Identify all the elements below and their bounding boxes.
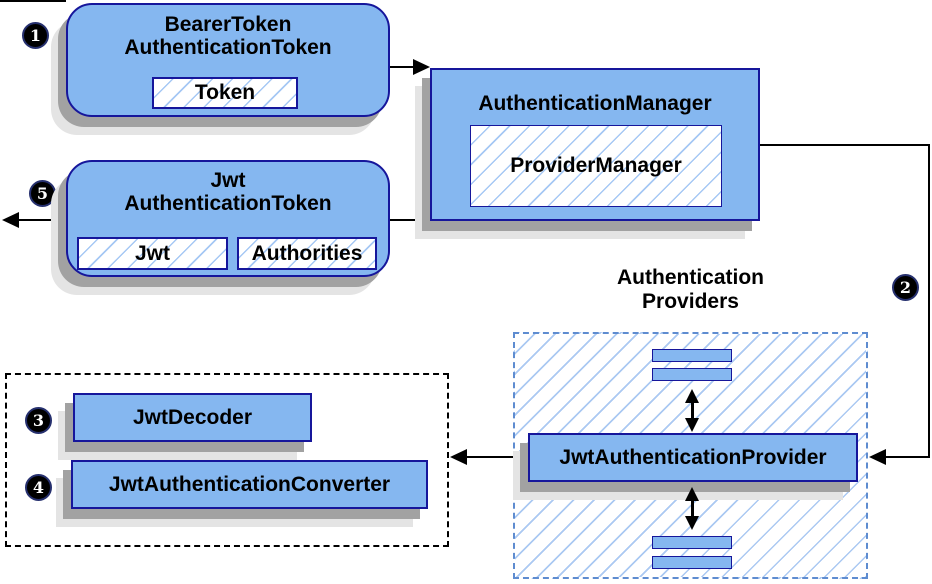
jwt-token-title-line2: AuthenticationToken bbox=[124, 192, 332, 215]
step-2-label: 2 bbox=[899, 277, 912, 297]
step-1-badge: 1 bbox=[22, 22, 49, 49]
authorities-chip: Authorities bbox=[237, 237, 377, 270]
authorities-chip-label: Authorities bbox=[251, 241, 363, 265]
arrowhead-into-manager-icon bbox=[413, 59, 430, 75]
double-arrow-top-up-head-icon bbox=[685, 389, 699, 403]
double-arrow-top-icon bbox=[685, 389, 699, 432]
arrowhead-into-jwt-provider-icon bbox=[869, 449, 886, 465]
double-arrow-bottom-up-head-icon bbox=[685, 487, 699, 501]
provider-placeholder-bar-bottom-1 bbox=[652, 536, 732, 549]
jwt-decoder-node: JwtDecoder bbox=[73, 393, 312, 442]
provider-manager-chip-label: ProviderManager bbox=[510, 154, 682, 177]
arrowhead-into-helpers-icon bbox=[450, 449, 467, 465]
connector-request-in-line bbox=[0, 0, 66, 2]
step-2-badge: 2 bbox=[892, 274, 919, 301]
jwt-helpers-group-box bbox=[5, 373, 449, 547]
connector-bearer-to-manager-line bbox=[390, 66, 415, 68]
authentication-providers-label-line2: Providers bbox=[642, 290, 739, 313]
arrowhead-response-out-icon bbox=[2, 212, 19, 228]
jwt-authentication-converter-label: JwtAuthenticationConverter bbox=[108, 472, 391, 496]
bearer-token-title-line1: BearerToken bbox=[164, 13, 292, 36]
jwt-authentication-converter-node: JwtAuthenticationConverter bbox=[71, 460, 428, 509]
step-5-label: 5 bbox=[36, 183, 49, 203]
bearer-token-authentication-token-node: BearerToken AuthenticationToken Token bbox=[66, 3, 390, 117]
jwt-decoder-label: JwtDecoder bbox=[132, 405, 253, 429]
step-3-label: 3 bbox=[32, 410, 45, 430]
authentication-manager-node: AuthenticationManager ProviderManager bbox=[430, 68, 760, 221]
step-5-badge: 5 bbox=[29, 180, 56, 207]
authentication-manager-title: AuthenticationManager bbox=[478, 92, 712, 115]
provider-placeholder-bar-top-1 bbox=[652, 349, 732, 362]
double-arrow-top-down-head-icon bbox=[685, 418, 699, 432]
jwt-authentication-provider-label: JwtAuthenticationProvider bbox=[559, 445, 827, 469]
token-chip-label: Token bbox=[194, 81, 256, 104]
double-arrow-bottom-stem bbox=[690, 501, 694, 516]
step-4-badge: 4 bbox=[25, 474, 52, 501]
double-arrow-bottom-icon bbox=[685, 487, 699, 530]
connector-manager-to-jwttoken-line bbox=[388, 219, 431, 221]
step-1-label: 1 bbox=[29, 25, 42, 45]
jwt-chip: Jwt bbox=[77, 237, 228, 270]
authentication-providers-label: Authentication Providers bbox=[513, 266, 868, 314]
authentication-providers-label-line1: Authentication bbox=[617, 266, 764, 289]
jwt-chip-label: Jwt bbox=[134, 241, 170, 265]
token-chip: Token bbox=[152, 77, 298, 109]
step-4-label: 4 bbox=[32, 477, 45, 497]
bearer-token-title-line2: AuthenticationToken bbox=[124, 36, 332, 59]
double-arrow-bottom-down-head-icon bbox=[685, 516, 699, 530]
connector-manager-to-provider-bottom-line bbox=[885, 456, 930, 458]
provider-manager-chip: ProviderManager bbox=[470, 125, 722, 207]
connector-provider-to-helpers-line bbox=[466, 456, 522, 458]
step-3-badge: 3 bbox=[25, 407, 52, 434]
connector-manager-to-provider-top-line bbox=[760, 144, 930, 146]
jwt-token-title-line1: Jwt bbox=[210, 169, 246, 192]
jwt-authentication-provider-node: JwtAuthenticationProvider bbox=[528, 433, 858, 482]
connector-response-out-line bbox=[18, 219, 66, 221]
provider-placeholder-bar-top-2 bbox=[652, 368, 732, 381]
double-arrow-top-stem bbox=[690, 403, 694, 418]
provider-placeholder-bar-bottom-2 bbox=[652, 556, 732, 569]
jwt-authentication-token-node: Jwt AuthenticationToken Jwt Authorities bbox=[66, 160, 390, 277]
connector-manager-to-provider-vertical-line bbox=[928, 144, 930, 458]
